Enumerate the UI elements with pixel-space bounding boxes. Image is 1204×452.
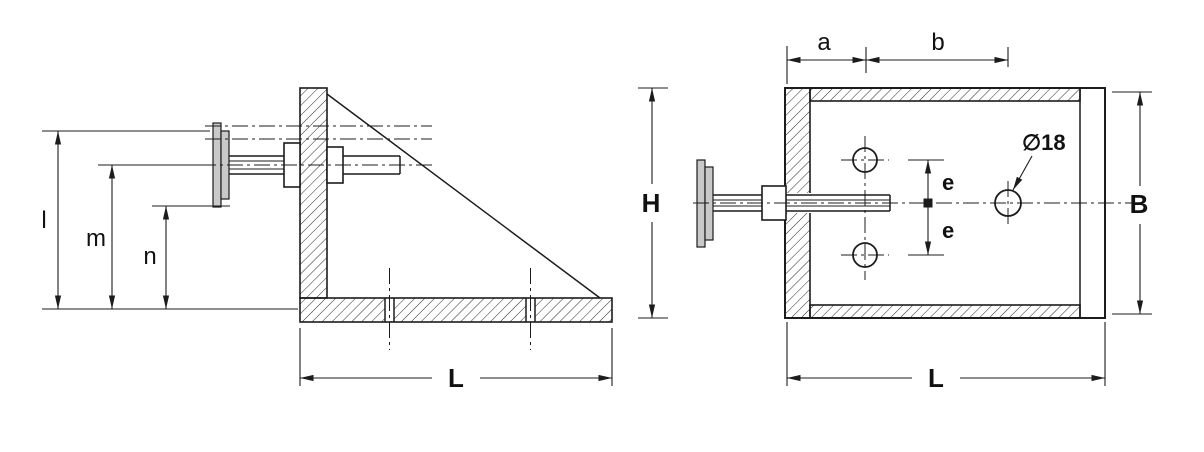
bracket-profile [299, 87, 613, 323]
dim-label-m: m [86, 225, 106, 252]
dim-label-L-front: L [928, 363, 944, 393]
dim-label-l: l [41, 207, 46, 234]
dimension-L-front: L [786, 322, 1106, 393]
base-plate [299, 297, 613, 323]
front-view-centerlines [693, 136, 1137, 280]
hole-diameter-callout: ∅18 [1012, 130, 1066, 191]
dimension-B: B [1112, 91, 1152, 315]
dim-label-b: b [931, 29, 944, 56]
side-view: l m n L [41, 87, 613, 393]
leader-line [1012, 155, 1033, 191]
front-view: a b H B e e [638, 29, 1152, 393]
dimension-m: m [86, 164, 200, 309]
channel-top-flange [809, 87, 1081, 102]
dim-label-B: B [1130, 189, 1149, 219]
dimension-e: e e [908, 159, 954, 256]
side-view-centerlines [200, 125, 531, 350]
dim-label-e-lower: e [942, 218, 954, 243]
vertical-plate [299, 87, 328, 299]
dim-label-H: H [642, 188, 661, 218]
dim-label-n: n [143, 243, 156, 270]
dimension-n: n [143, 205, 230, 309]
dim-e-node [923, 198, 933, 208]
dim-label-L-side: L [448, 363, 464, 393]
dimension-l: l [41, 130, 298, 310]
dimension-b: b [866, 29, 1009, 67]
dim-label-a: a [817, 29, 831, 56]
dimension-H: H [638, 87, 668, 319]
dim-label-e-upper: e [942, 170, 954, 195]
channel-outline [784, 87, 1106, 319]
hole-diameter-label: ∅18 [1022, 130, 1066, 155]
channel-bottom-flange [809, 304, 1081, 319]
dimension-L-side: L [299, 328, 613, 393]
gusset-line [326, 93, 601, 299]
